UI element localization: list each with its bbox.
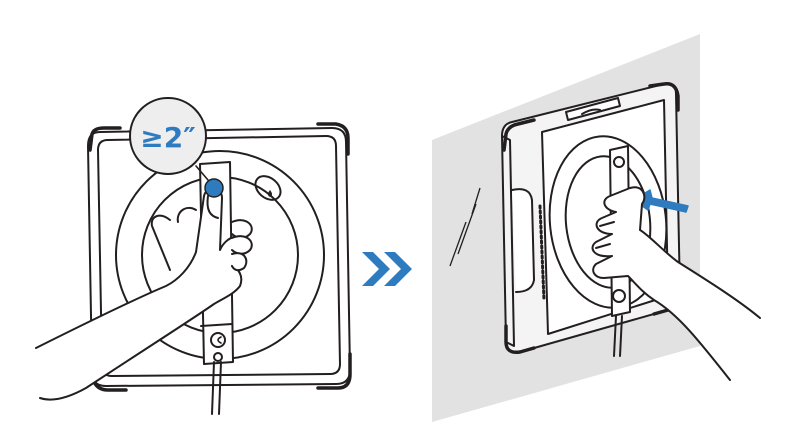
handle-button-icon (613, 156, 625, 168)
tether-logo-icon (210, 332, 226, 348)
water-drop-button (254, 175, 282, 201)
right-panel (432, 34, 761, 422)
hand-pressing-left (35, 187, 253, 401)
droplet-icon (268, 190, 272, 197)
glass-reflection (449, 187, 481, 267)
hand-gripping-right (591, 186, 761, 381)
gap-callout: ≥2″ (129, 97, 209, 181)
double-chevron-right-icon (362, 252, 390, 286)
tether-ring-icon (213, 352, 223, 362)
left-panel: ≥2″ (35, 97, 352, 415)
gap-label: ≥2″ (140, 121, 195, 154)
robot-body-perspective (501, 82, 682, 355)
step-arrow (362, 252, 412, 286)
press-point-marker (204, 178, 224, 198)
